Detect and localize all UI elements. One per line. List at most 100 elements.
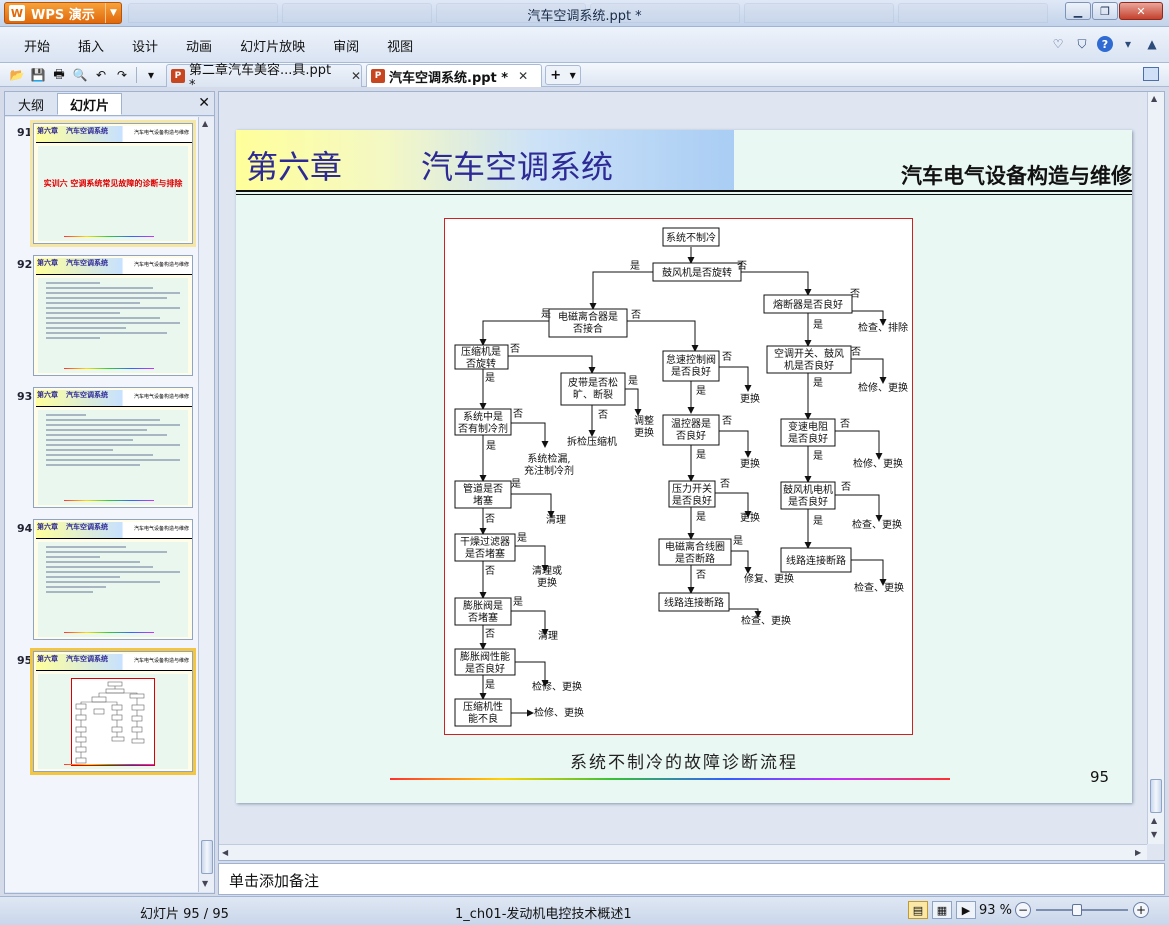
prev-slide-icon[interactable]: ▲ [1151,816,1158,825]
restore-icon[interactable]: ❐ [1092,2,1118,20]
view-switcher: ▤ ▦ ▶ [908,901,976,919]
normal-view-icon[interactable]: ▤ [908,901,928,919]
collapse-ribbon-icon[interactable]: ▲ [1147,37,1157,51]
scroll-right-icon[interactable]: ▶ [1135,848,1142,857]
zoom-slider-track[interactable] [1036,909,1128,911]
doc-tab-air-conditioning[interactable]: P 汽车空调系统.ppt * ✕ [366,64,542,87]
flow-connectors [479,247,887,717]
slide-thumb-95[interactable]: 第六章 汽车空调系统 汽车电气设备构造与维修 [30,648,196,775]
heart-icon[interactable]: ♡ [1052,37,1064,51]
zoom-slider-handle[interactable] [1072,904,1082,916]
shirt-icon[interactable]: ⛉ [1077,36,1087,51]
flow-yes-label: 是 [813,377,823,389]
print-icon[interactable]: 🖶 [53,66,65,81]
chevron-down-icon[interactable]: ▼ [105,3,121,23]
doc-tab-chapter2[interactable]: P 第二章汽车美容...具.ppt * ✕ [166,63,362,93]
menu-item-insert[interactable]: 插入 [78,39,105,55]
menu-item-design[interactable]: 设计 [132,39,159,55]
tab-outline[interactable]: 大纲 [18,98,45,114]
menu-item-home[interactable]: 开始 [24,39,51,55]
slide-thumb-92[interactable]: 第六章 汽车空调系统 汽车电气设备构造与维修 [33,255,193,376]
window-layout-icon[interactable] [1143,67,1159,81]
zoom-in-icon[interactable]: + [1133,902,1149,918]
flow-q-coil-1: 电磁离合线圈 [665,540,725,553]
slide-subtitle[interactable]: 汽车电气设备构造与维修 [901,163,1132,188]
close-icon[interactable]: ✕ [1119,2,1163,20]
flow-a-pipe: 清理 [546,513,566,526]
flow-no-label: 否 [485,565,495,577]
slide-horizontal-scrollbar[interactable]: ◀ ▶ [219,844,1147,860]
current-slide[interactable]: 第六章 汽车空调系统 汽车电气设备构造与维修 [236,130,1132,803]
thumb-header [36,522,192,538]
flow-a-motor: 检查、更换 [852,518,902,531]
scroll-left-icon[interactable]: ◀ [222,848,229,857]
next-slide-icon[interactable]: ▼ [1151,830,1158,839]
thumb-rule [36,670,192,671]
slide-thumb-94[interactable]: 第六章 汽车空调系统 汽车电气设备构造与维修 [33,519,193,640]
menu-item-view[interactable]: 视图 [387,39,414,55]
wps-logo-icon: W [9,5,25,21]
chevron-down-icon[interactable]: ▾ [1124,37,1132,51]
close-icon[interactable]: ✕ [198,95,210,111]
slide-thumbnails: 91 第六章 汽车空调系统 汽车电气设备构造与维修 实训六 空调系统常见故障的诊… [5,117,198,892]
slide-thumb-91[interactable]: 第六章 汽车空调系统 汽车电气设备构造与维修 实训六 空调系统常见故障的诊断与排… [30,120,196,247]
flow-yes-label: 是 [733,535,743,547]
new-tab-button[interactable]: + ▼ [545,65,581,85]
scroll-up-icon[interactable]: ▲ [1151,94,1158,103]
flow-q-clutch-1: 电磁离合器是 [558,310,618,323]
zoom-out-icon[interactable]: − [1015,902,1031,918]
scrollbar-thumb[interactable] [1150,779,1162,813]
slide-divider [236,194,1132,195]
menu-item-animation[interactable]: 动画 [186,39,213,55]
scrollbar-thumb[interactable] [201,840,213,874]
thumb-subtitle: 汽车电气设备构造与维修 [133,658,189,664]
flow-no-label: 否 [841,481,851,493]
slide-sorter-icon[interactable]: ▦ [932,901,952,919]
flow-no-label: 否 [850,288,860,300]
thumb-text-lines [46,546,180,596]
scroll-up-icon[interactable]: ▲ [202,119,209,128]
zoom-level[interactable]: 93 % [979,903,1013,918]
toolbar-separator [136,67,137,83]
close-icon[interactable]: ✕ [350,69,361,83]
thumbnails-scrollbar[interactable]: ▲ ▼ [198,117,214,892]
flowchart-image[interactable]: 系统不制冷 鼓风机是否旋转 电磁离合器是 否接合 熔断器是否良好 压缩机是 否旋… [444,218,913,735]
flow-a-drier-2: 更换 [537,576,557,589]
menu-item-review[interactable]: 审阅 [333,39,360,55]
status-bar: 幻灯片 95 / 95 1_ch01-发动机电控技术概述1 ▤ ▦ ▶ 93 %… [0,896,1169,925]
open-folder-icon[interactable]: 📂 [9,68,25,82]
redo-icon[interactable]: ↷ [116,68,128,82]
flow-yes-label: 是 [630,260,640,272]
slide-page-number: 95 [1090,768,1110,786]
slideshow-icon[interactable]: ▶ [956,901,976,919]
slide-caption[interactable]: 系统不制冷的故障诊断流程 [570,753,798,773]
scroll-down-icon[interactable]: ▼ [202,879,209,888]
flow-no-label: 否 [720,478,730,490]
notes-pane[interactable]: 单击添加备注 [218,863,1165,895]
slide-thumb-93[interactable]: 第六章 汽车空调系统 汽车电气设备构造与维修 [33,387,193,508]
minimize-icon[interactable]: ▁ [1065,2,1091,20]
thumb-chapter: 第六章 [37,127,58,135]
flow-actions: 调整 更换 拆检压缩机 系统检漏, 充注制冷剂 清理 清理或 更换 清理 检修、… [524,321,908,719]
doc-tab-label: 汽车空调系统.ppt * [389,70,509,86]
wps-app-label: WPS 演示 [31,7,95,23]
flow-q-exp-1: 膨胀阀是 [463,599,503,612]
slide-vertical-scrollbar[interactable]: ▲ ▲ ▼ [1147,92,1164,844]
tab-slides[interactable]: 幻灯片 [57,93,123,115]
print-preview-icon[interactable]: 🔍 [72,68,88,82]
help-icon[interactable]: ? [1097,36,1113,52]
slides-panel: 大纲 幻灯片 ✕ 91 第六章 汽车空调系统 汽车电气设备构造与维修 实训六 空… [4,91,215,894]
save-icon[interactable]: 💾 [30,68,46,82]
undo-icon[interactable]: ↶ [95,68,107,82]
customize-toolbar-icon[interactable]: ▾ [147,68,155,82]
flow-a-exp-perf: 检修、更换 [532,680,582,693]
flow-yes-label: 是 [511,478,521,490]
menu-item-slideshow[interactable]: 幻灯片放映 [240,39,306,55]
close-icon[interactable]: ✕ [518,69,529,83]
thumb-rule [36,274,192,275]
slide-title[interactable]: 汽车空调系统 [421,148,614,186]
wps-app-button[interactable]: W WPS 演示 ▼ [4,2,122,24]
slide-chapter[interactable]: 第六章 [246,148,343,186]
thumb-chapter: 第六章 [37,391,58,399]
thumb-header [36,654,192,670]
